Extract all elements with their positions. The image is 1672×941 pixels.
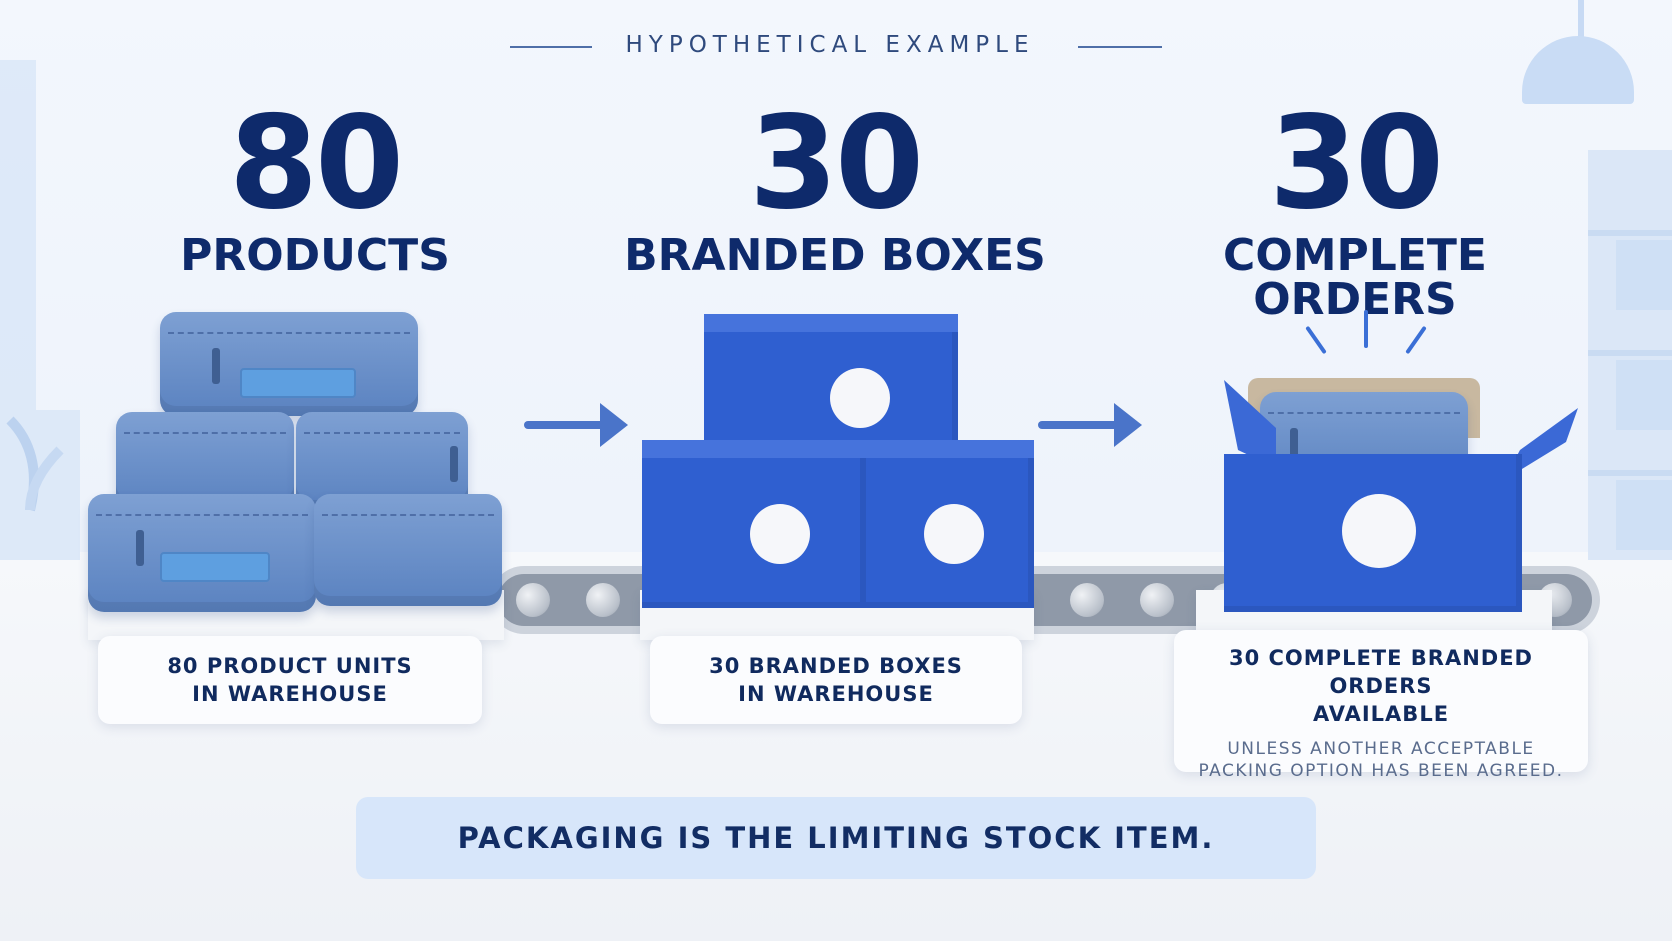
orders-count: 30: [1268, 89, 1444, 238]
conclusion-text: PACKAGING IS THE LIMITING STOCK ITEM.: [457, 821, 1215, 855]
products-count: 80: [228, 89, 404, 238]
product-bag-icon: [160, 312, 418, 416]
order-box-body: [1224, 454, 1522, 612]
pendant-lamp-cord: [1578, 0, 1584, 38]
products-caption-line1: 80 PRODUCT UNITS: [167, 654, 413, 678]
boxes-caption-line1: 30 BRANDED BOXES: [709, 654, 963, 678]
product-bag-icon: [296, 412, 468, 510]
branded-box-stack: [640, 312, 1040, 612]
products-label: PRODUCTS: [180, 230, 450, 281]
boxes-caption-line2: IN WAREHOUSE: [738, 682, 934, 706]
right-arrow-icon: [1038, 402, 1142, 448]
kicker-rule-right: [1078, 46, 1162, 48]
boxes-count: 30: [748, 89, 924, 238]
orders-caption-line2: AVAILABLE: [1312, 702, 1450, 726]
product-bag-stack: [84, 312, 504, 612]
branded-box-icon: [642, 458, 866, 608]
orders-note-line2: PACKING OPTION HAS BEEN AGREED.: [1198, 761, 1564, 781]
product-bag-icon: [88, 494, 316, 612]
orders-label: COMPLETE ORDERS: [1223, 230, 1487, 325]
orders-caption-line1: 30 COMPLETE BRANDED ORDERS: [1228, 646, 1533, 698]
branded-box-icon: [866, 458, 1034, 608]
product-bag-icon: [314, 494, 502, 606]
conclusion-banner: PACKAGING IS THE LIMITING STOCK ITEM.: [356, 797, 1316, 879]
products-caption-line2: IN WAREHOUSE: [192, 682, 388, 706]
kicker-title: HYPOTHETICAL EXAMPLE: [625, 32, 1035, 58]
open-order-box-icon: [1168, 300, 1578, 620]
boxes-caption-card: 30 BRANDED BOXES IN WAREHOUSE: [650, 636, 1022, 724]
orders-caption-card: 30 COMPLETE BRANDED ORDERS AVAILABLE UNL…: [1174, 630, 1588, 781]
boxes-label: BRANDED BOXES: [624, 230, 1046, 281]
plant-icon: [0, 410, 80, 560]
pendant-lamp-icon: [1522, 36, 1634, 104]
kicker-rule-left: [510, 46, 592, 48]
right-arrow-icon: [524, 402, 628, 448]
product-bag-icon: [116, 412, 294, 510]
products-caption-card: 80 PRODUCT UNITS IN WAREHOUSE: [98, 636, 482, 724]
shelf-icon: [1588, 150, 1672, 560]
orders-note-line1: UNLESS ANOTHER ACCEPTABLE: [1227, 739, 1535, 759]
